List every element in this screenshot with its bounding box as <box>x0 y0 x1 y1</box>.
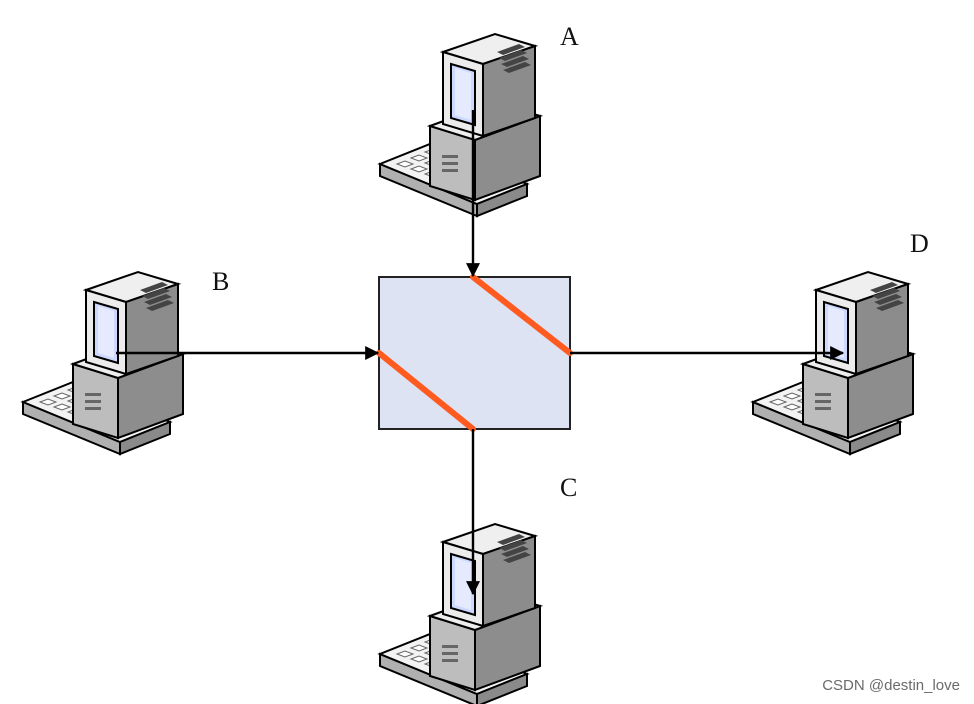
computer-a-icon <box>379 33 541 217</box>
crosspoint-upper <box>470 274 573 356</box>
computer-b-icon <box>22 271 184 455</box>
node-label-d: D <box>910 229 929 258</box>
crosspoint-lower <box>376 350 476 432</box>
switch-box <box>378 276 571 430</box>
watermark: CSDN @destin_love <box>822 677 960 694</box>
node-label-a: A <box>560 22 579 51</box>
node-label-c: C <box>560 473 577 502</box>
node-label-b: B <box>212 267 229 296</box>
computer-c-icon <box>379 523 541 704</box>
computer-d-icon <box>752 271 914 455</box>
